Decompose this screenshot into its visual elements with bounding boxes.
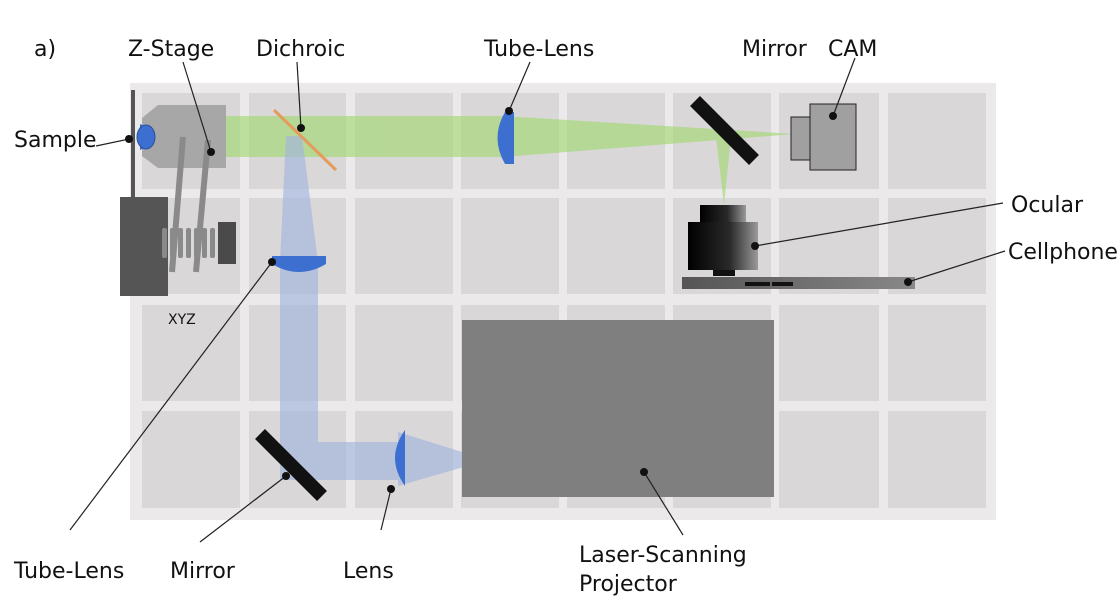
- blue-beam-lens-to-projector: [398, 432, 488, 486]
- blue-beam: [280, 136, 488, 486]
- spring-coil: [202, 228, 207, 258]
- spring-coil: [194, 228, 199, 258]
- sample-droplet: [136, 124, 156, 150]
- stage-spring: [162, 228, 215, 258]
- label-cam: CAM: [828, 37, 877, 62]
- cellphone-sensor-1: [745, 282, 770, 286]
- leader-mirror-bottom: [199, 475, 287, 543]
- label-projector-line2: Projector: [579, 572, 678, 597]
- labels: a) Z-Stage Dichroic Tube-Lens Mirror CAM…: [13, 37, 1118, 597]
- table-tile: [142, 305, 240, 401]
- label-mirror-top: Mirror: [742, 37, 808, 62]
- leader-dot-cam: [829, 112, 837, 120]
- ocular-top: [700, 205, 746, 225]
- leader-sample: [95, 138, 130, 147]
- leader-tube-lens-top: [508, 61, 531, 112]
- leader-dot-sample: [125, 135, 133, 143]
- table-tile: [142, 411, 240, 508]
- leader-cellphone: [907, 250, 1006, 283]
- stage-knob: [218, 222, 236, 264]
- leader-lines: [69, 57, 1006, 543]
- leader-dot-ocular: [751, 242, 759, 250]
- leader-dot-mirror-bottom: [282, 472, 290, 480]
- sample-slide: [131, 90, 135, 210]
- tube-lens-left: [272, 256, 326, 272]
- ocular-base: [713, 270, 735, 276]
- label-ocular: Ocular: [1011, 193, 1084, 218]
- leader-dot-dichroic: [297, 124, 305, 132]
- label-lens: Lens: [343, 559, 394, 584]
- table-tile: [779, 305, 879, 401]
- label-projector-line1: Laser-Scanning: [579, 543, 747, 568]
- label-tube-lens-bottom: Tube-Lens: [13, 559, 124, 584]
- leader-dichroic: [296, 61, 302, 129]
- spring-coil: [178, 228, 183, 258]
- leader-dot-tube-lens-bottom: [268, 258, 276, 266]
- ocular-body: [688, 222, 758, 270]
- leader-lens: [380, 488, 392, 531]
- table-tile: [461, 198, 559, 294]
- ocular-icon: [688, 205, 758, 276]
- leader-ocular: [754, 202, 1004, 247]
- label-mirror-bottom: Mirror: [170, 559, 236, 584]
- leader-dot-cellphone: [904, 278, 912, 286]
- leader-dot-lens: [387, 485, 395, 493]
- green-beam-objective-to-tube-lens: [225, 116, 503, 157]
- green-beam-to-ocular: [716, 137, 731, 205]
- spring-coil: [162, 228, 167, 258]
- green-beam-tube-lens-to-cam: [503, 116, 795, 157]
- blue-beam-dichroic-to-tube-lens: [280, 136, 318, 262]
- cam-nose: [790, 116, 812, 161]
- label-tube-lens-top: Tube-Lens: [483, 37, 594, 62]
- table-tile: [888, 305, 986, 401]
- table-tile: [888, 411, 986, 508]
- leader-z-stage: [182, 61, 212, 153]
- table-tile: [888, 93, 986, 189]
- label-xyz: XYZ: [168, 312, 196, 328]
- label-z-stage: Z-Stage: [128, 37, 214, 62]
- label-sample: Sample: [14, 128, 97, 153]
- cellphone-body: [682, 277, 915, 289]
- laser-scanning-projector: [462, 320, 774, 497]
- tube-lens-top: [497, 112, 514, 164]
- dichroic-mirror: [272, 108, 338, 172]
- xyz-stage: [120, 136, 236, 296]
- mirror-top: [690, 96, 759, 165]
- table-tile: [355, 305, 453, 401]
- leader-dot-z-stage: [207, 148, 215, 156]
- table-tile: [567, 198, 665, 294]
- cellphone-sensor-2: [772, 282, 793, 286]
- leader-dot-projector: [640, 468, 648, 476]
- spring-coil: [186, 228, 191, 258]
- cellphone-icon: [682, 277, 915, 289]
- leader-tube-lens-bottom: [69, 261, 273, 531]
- label-dichroic: Dichroic: [256, 37, 345, 62]
- table-tile: [355, 198, 453, 294]
- lens-bottom: [395, 430, 405, 486]
- leader-projector: [643, 471, 684, 536]
- mirror-bottom: [255, 429, 327, 501]
- label-cellphone: Cellphone: [1008, 240, 1118, 265]
- leader-cam: [832, 57, 856, 117]
- spring-coil: [170, 228, 175, 258]
- leader-dot-tube-lens-top: [505, 107, 513, 115]
- panel-label: a): [34, 37, 56, 62]
- table-tile: [779, 411, 879, 508]
- spring-coil: [210, 228, 215, 258]
- stage-block: [120, 197, 168, 296]
